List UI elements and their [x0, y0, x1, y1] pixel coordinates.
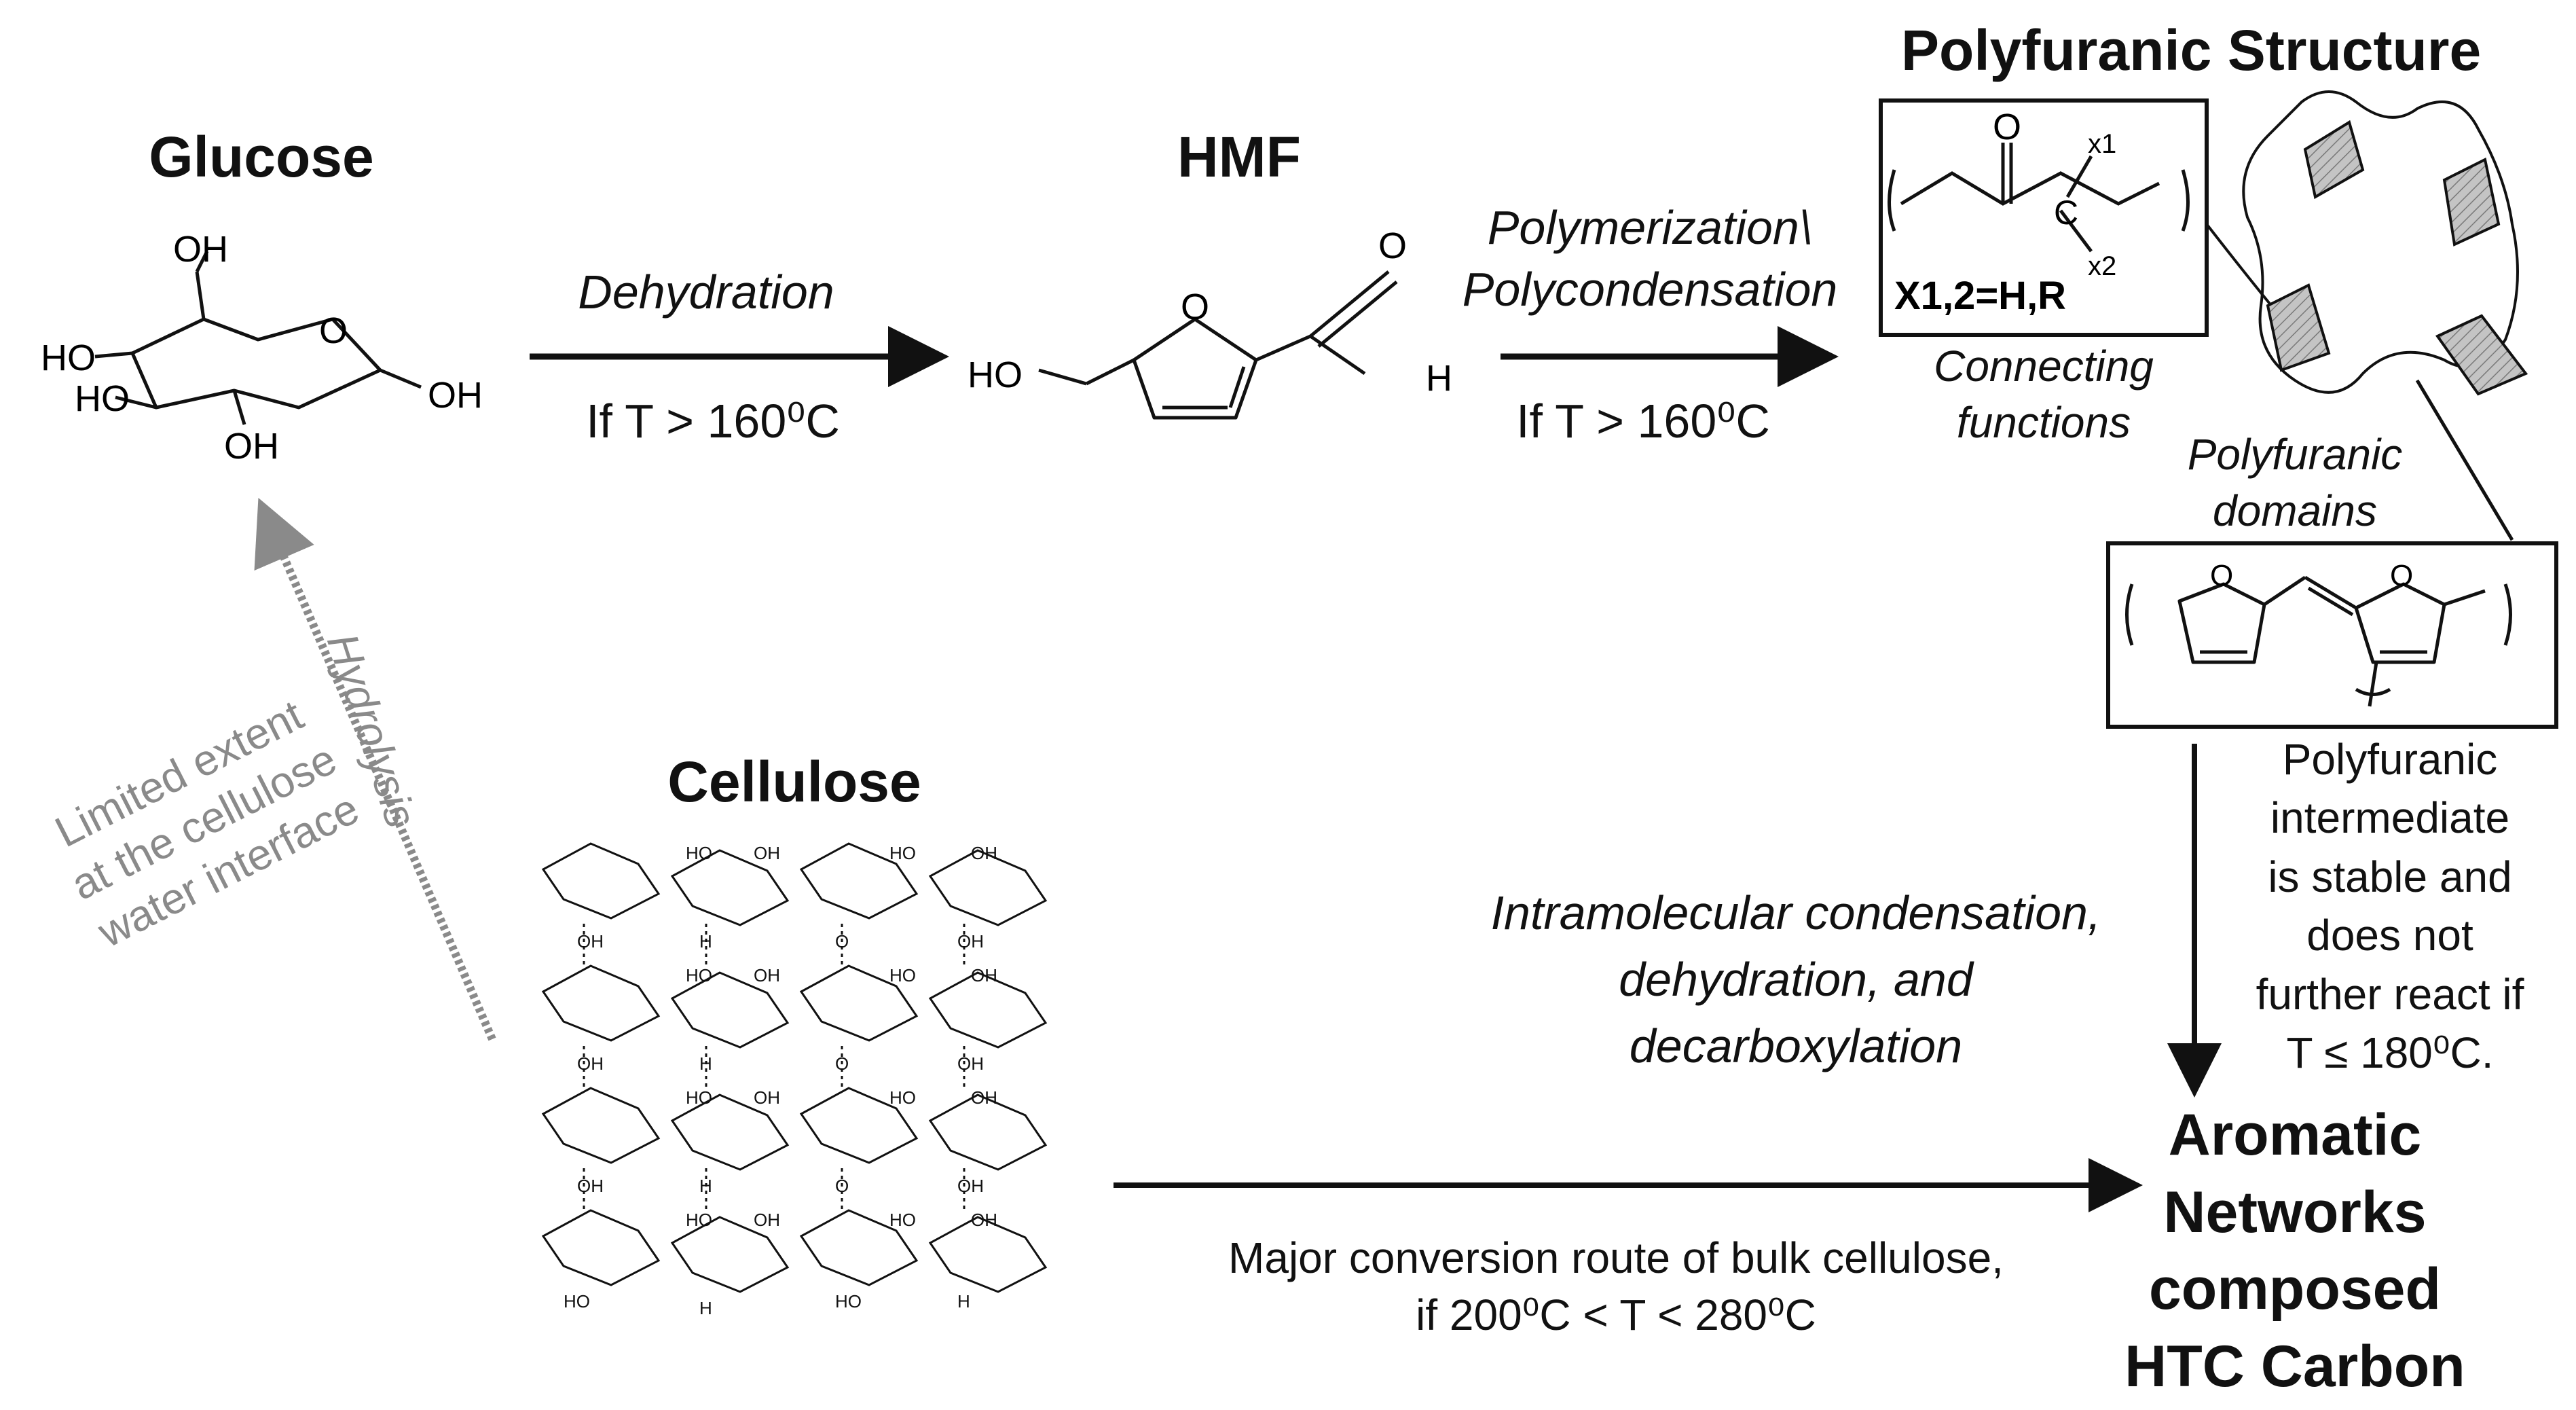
glucose-ho-1: HO [41, 338, 96, 378]
glucose-title: Glucose [149, 125, 374, 189]
svg-text:OH: OH [754, 1087, 780, 1108]
svg-text:OH: OH [754, 965, 780, 986]
svg-text:O: O [835, 1176, 849, 1196]
glucose-structure [94, 250, 422, 425]
svg-text:HO: HO [686, 1210, 712, 1230]
svg-text:HO: HO [889, 965, 916, 986]
svg-text:OH: OH [971, 965, 997, 986]
polymerization-label: Polymerization\ Polycondensation [1462, 201, 1838, 316]
domain-diamond-2 [2442, 158, 2501, 247]
svg-text:H: H [699, 1298, 712, 1318]
substituents-label: X1,2=H,R [1894, 274, 2066, 318]
svg-text:OH: OH [754, 843, 780, 863]
x2-label: x2 [2088, 251, 2116, 281]
glucose-oh-top: OH [173, 229, 228, 270]
glucose-oh-right: OH [428, 375, 483, 416]
svg-text:OH: OH [957, 931, 984, 952]
svg-text:HO: HO [889, 1210, 916, 1230]
svg-text:HO: HO [564, 1291, 590, 1312]
glucose-oh-bottom: OH [224, 426, 279, 467]
svg-text:OH: OH [957, 1176, 984, 1196]
cellulose-title: Cellulose [667, 750, 921, 814]
svg-text:H: H [699, 931, 712, 952]
polyfuranic-domains-label: Polyfuranic domains [2187, 430, 2403, 536]
domain-diamond-3 [2266, 283, 2331, 372]
hydrolysis-arrow [254, 497, 496, 1041]
svg-text:H: H [699, 1053, 712, 1074]
intramolecular-label: Intramolecular condensation, dehydration… [1490, 886, 2101, 1072]
svg-text:HO: HO [686, 965, 712, 986]
glucose-ring-o: O [319, 310, 348, 351]
svg-text:OH: OH [577, 1053, 604, 1074]
svg-text:OH: OH [971, 843, 997, 863]
svg-text:OH: OH [577, 931, 604, 952]
svg-text:H: H [699, 1176, 712, 1196]
svg-text:H: H [957, 1291, 970, 1312]
x1-label: x1 [2088, 129, 2116, 159]
svg-text:OH: OH [577, 1176, 604, 1196]
stability-note: Polyfuranic intermediate is stable and d… [2256, 735, 2524, 1077]
domain-diamond-4 [2435, 314, 2528, 396]
furan-o-2: O [2390, 559, 2413, 592]
polyfuranic-intermediate-box [2106, 541, 2558, 729]
svg-text:OH: OH [957, 1053, 984, 1074]
connecting-function-box [1879, 98, 2209, 337]
glucose-ho-2: HO [75, 378, 130, 419]
hmf-ring-o: O [1181, 287, 1209, 327]
svg-text:HO: HO [889, 843, 916, 863]
svg-text:HO: HO [889, 1087, 916, 1108]
svg-text:HO: HO [835, 1291, 862, 1312]
aromatic-networks-title: Aromatic Networks composed HTC Carbon [2124, 1102, 2465, 1399]
svg-text:HO: HO [686, 843, 712, 863]
polyfuranic-structure-title: Polyfuranic Structure [1901, 18, 2482, 82]
svg-text:O: O [835, 931, 849, 952]
connecting-functions-label: Connecting functions [1934, 342, 2154, 448]
hmf-title: HMF [1177, 125, 1301, 189]
polymerization-condition: If T > 160⁰C [1516, 395, 1770, 448]
connecting-function-structure [1888, 143, 2190, 253]
dehydration-label: Dehydration [578, 266, 834, 319]
svg-text:OH: OH [971, 1210, 997, 1230]
hmf-carbonyl-o: O [1378, 225, 1407, 266]
hmf-ho: HO [968, 355, 1023, 395]
dehydration-condition: If T > 160⁰C [586, 395, 840, 448]
svg-text:HO: HO [686, 1087, 712, 1108]
domain-diamond-1 [2303, 120, 2365, 200]
hmf-structure [1038, 270, 1398, 420]
furan-o-1: O [2210, 559, 2233, 592]
central-c: C [2054, 194, 2078, 232]
svg-text:OH: OH [754, 1210, 780, 1230]
polyfuranic-intermediate-structure [2125, 575, 2512, 707]
carbonyl-o: O [1993, 107, 2021, 147]
bulk-route-label: Major conversion route of bulk cellulose… [1228, 1233, 2004, 1340]
svg-text:O: O [835, 1053, 849, 1074]
hmf-h: H [1426, 358, 1452, 399]
svg-text:OH: OH [971, 1087, 997, 1108]
